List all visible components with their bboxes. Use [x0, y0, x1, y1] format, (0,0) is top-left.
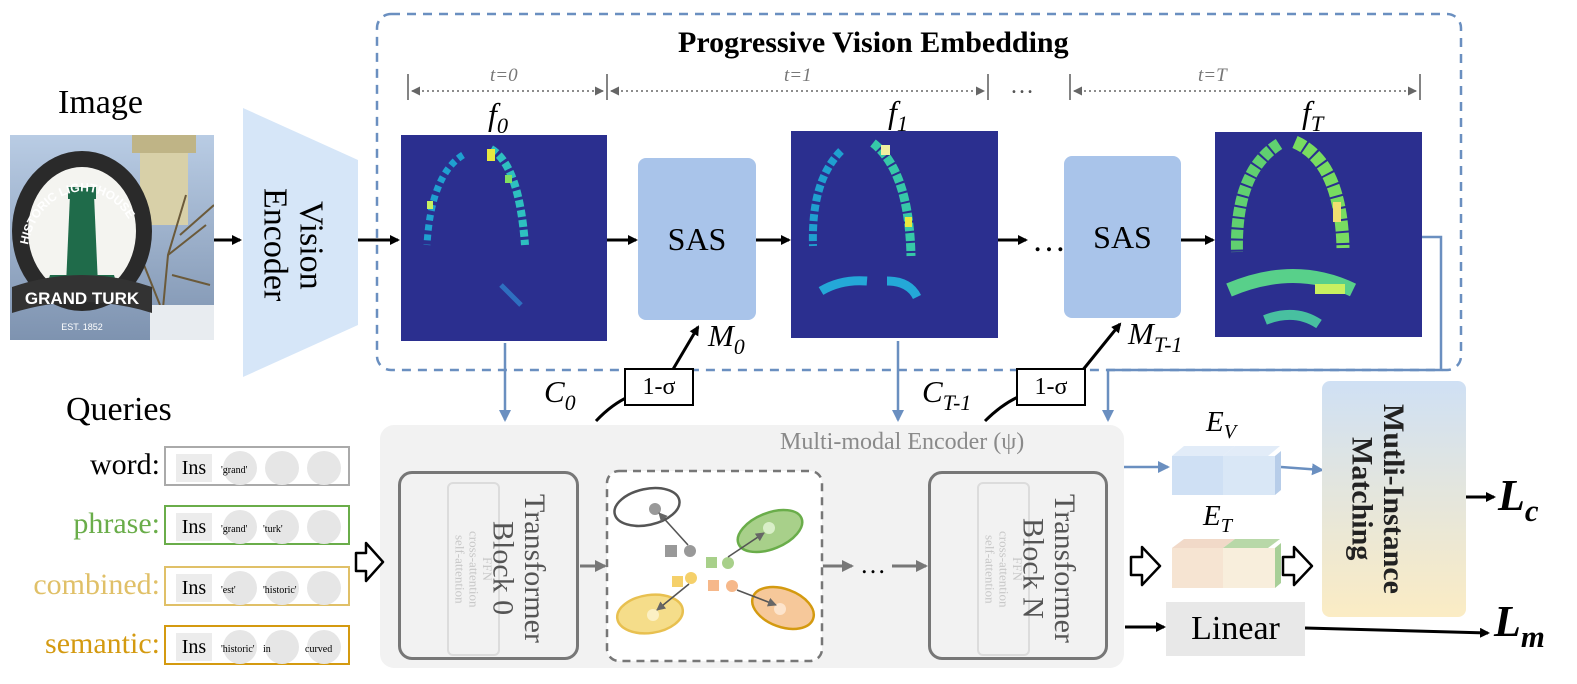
token-word: 'historic' [221, 644, 255, 655]
cond-label-T: CT-1 [922, 374, 972, 415]
ev-cube [1172, 446, 1281, 495]
input-image: GRAND TURK EST. 1852 HISTORIC LIGHTHOUSE [10, 135, 214, 340]
token-slot [223, 510, 257, 544]
transformer-block-N: FFN cross-attention self-attention Trans… [928, 471, 1108, 660]
one-minus-sigma-0: 1-σ [624, 368, 694, 406]
token-slot [265, 630, 299, 664]
token-slot [223, 630, 257, 664]
time-brackets [407, 74, 1421, 100]
block-0-title-line-1: Transformer [518, 493, 551, 643]
token-slot [307, 451, 341, 485]
block-N-layer-ffn: FFN [1009, 557, 1025, 581]
mim-label: Mutli-Instance Matching [1345, 388, 1411, 610]
token-slot [223, 571, 257, 605]
token-slot [265, 451, 299, 485]
heatmap-fT [1215, 132, 1422, 337]
sas-ellipsis: … [1032, 222, 1066, 259]
block-0-layer-cross: cross-attention [466, 530, 482, 608]
et-label: ET [1203, 500, 1232, 538]
multimodal-encoder-label: Multi-modal Encoder (ψ) [780, 429, 1025, 455]
cond-label-0: C0 [544, 374, 576, 415]
query-box: Ins 'historic' in curved [164, 625, 350, 665]
ins-token: Ins [176, 454, 212, 482]
image-banner-text: GRAND TURK [25, 289, 140, 308]
query-box: Ins 'est' 'historic' [164, 566, 350, 606]
token-word: 'est' [221, 585, 236, 596]
token-word: 'historic' [263, 585, 297, 596]
query-box: Ins 'grand' [164, 446, 350, 486]
heatmap-f1 [791, 131, 998, 338]
token-word: curved [305, 644, 333, 655]
vision-encoder-line-2: Encoder [256, 188, 294, 302]
query-type-label: combined: [33, 568, 160, 601]
loss-contrastive: Lc [1498, 471, 1539, 528]
block-N-layer-cross: cross-attention [996, 530, 1012, 608]
feature-label-f0: f0 [488, 96, 509, 138]
feature-label-fT: fT [1302, 94, 1324, 136]
block-0-title: Transformer Block 0 [486, 482, 552, 654]
token-word: in [263, 644, 271, 655]
blue-arrows [499, 235, 1443, 476]
token-word: 'grand' [221, 465, 248, 476]
mim-label-line-1: Mutli-Instance [1377, 404, 1410, 594]
time-step-T: t=T [1198, 65, 1227, 86]
block-0-layer-ffn: FFN [479, 557, 495, 581]
image-est-text: EST. 1852 [61, 322, 103, 332]
transformer-block-0: FFN cross-attention self-attention Trans… [398, 471, 579, 660]
one-minus-sigma-T: 1-σ [1016, 368, 1086, 406]
ins-token: Ins [176, 513, 212, 541]
block-N-title-line-1: Transformer [1048, 493, 1081, 643]
block-0-title-line-2: Block 0 [486, 520, 520, 616]
mim-label-line-2: Matching [1345, 437, 1379, 561]
time-ellipsis: … [1010, 73, 1034, 99]
mask-label-0: M0 [708, 318, 745, 359]
vision-encoder-shape [243, 108, 358, 377]
hollow-arrows [354, 541, 1314, 587]
token-word: 'turk' [263, 524, 283, 535]
block-0-layers: FFN cross-attention self-attention [447, 482, 500, 656]
ev-label: EV [1206, 406, 1237, 444]
mim-box [1322, 381, 1466, 617]
time-step-0: t=0 [490, 65, 518, 86]
token-word: 'grand' [221, 524, 248, 535]
loss-match: Lm [1494, 597, 1545, 654]
mask-label-T: MT-1 [1128, 316, 1183, 357]
sas-block-0: SAS [638, 158, 756, 320]
pve-title: Progressive Vision Embedding [678, 26, 1069, 59]
query-type-label: phrase: [73, 507, 160, 540]
vision-encoder-label: Vision Encoder [256, 160, 330, 330]
queries-label: Queries [66, 391, 172, 428]
token-slot [223, 451, 257, 485]
pve-frame [375, 12, 1463, 372]
token-slot [307, 571, 341, 605]
feature-label-f1: f1 [888, 94, 909, 136]
linear-layer: Linear [1166, 602, 1305, 656]
heatmap-f0 [401, 135, 607, 341]
vision-encoder-line-1: Vision [292, 200, 330, 290]
block-N-layer-self: self-attention [982, 534, 998, 604]
query-type-label: semantic: [45, 627, 160, 660]
token-slot [265, 510, 299, 544]
query-box: Ins 'grand' 'turk' [164, 505, 350, 545]
ins-token: Ins [176, 633, 212, 661]
token-slot [307, 630, 341, 664]
sas-block-T: SAS [1064, 156, 1181, 318]
ins-token: Ins [176, 574, 212, 602]
encoder-ellipsis: … [860, 550, 886, 579]
et-cube [1172, 539, 1281, 588]
block-0-layer-self: self-attention [452, 534, 468, 604]
token-slot [307, 510, 341, 544]
image-label: Image [58, 84, 143, 121]
query-type-label: word: [90, 448, 160, 481]
token-slot [265, 571, 299, 605]
block-N-layers: FFN cross-attention self-attention [977, 482, 1030, 656]
cluster-illustration [613, 486, 816, 635]
time-step-1: t=1 [784, 65, 812, 86]
block-N-title-line-2: Block N [1016, 517, 1050, 619]
block-N-title: Transformer Block N [1016, 482, 1082, 654]
